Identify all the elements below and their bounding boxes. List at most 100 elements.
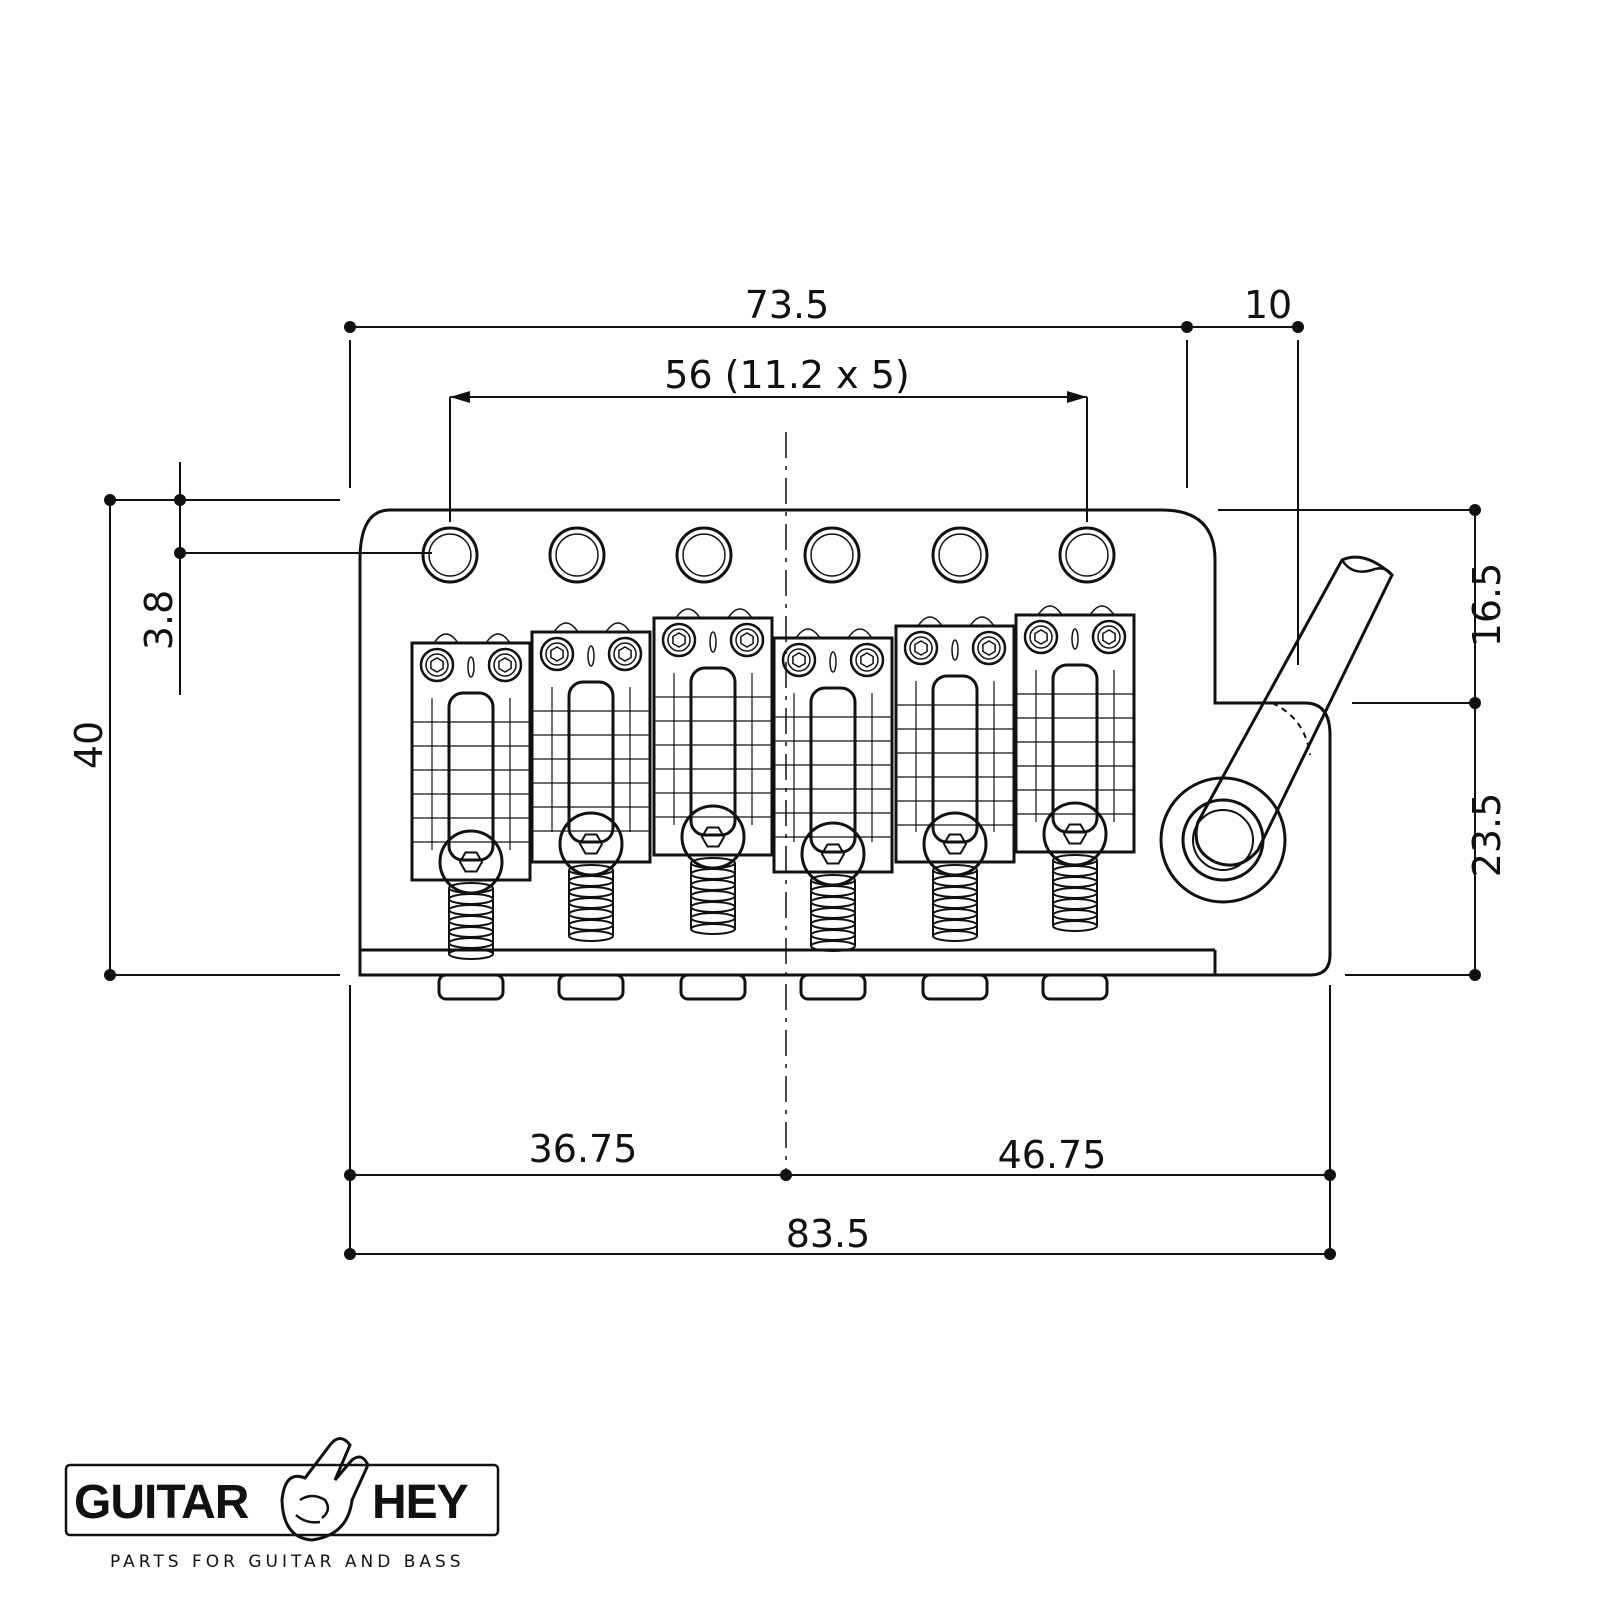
dim-total-height: 40: [67, 721, 111, 769]
saddle-4: [772, 628, 894, 952]
foot-6: [1041, 973, 1109, 1001]
spring-coil: [932, 930, 978, 942]
height-screw: [661, 622, 697, 658]
saddle-top-arc: [433, 633, 459, 644]
saddle-body: [652, 616, 774, 857]
spring-coil: [932, 886, 978, 898]
arm-tip: [1340, 559, 1394, 576]
height-screw: [849, 642, 885, 678]
spring-coil: [568, 875, 614, 887]
arm-hidden-line: [1271, 702, 1311, 756]
saddle-5: [894, 616, 1016, 942]
spring-coil: [1052, 898, 1098, 910]
intonation-screw-head: [438, 829, 504, 895]
spring-coil: [932, 919, 978, 931]
string-holes: [421, 526, 1116, 584]
intonation-screw-head: [1042, 801, 1108, 867]
spring-coil: [568, 930, 614, 942]
intonation-screw-head: [800, 821, 866, 887]
hex-socket: [740, 632, 754, 648]
hex-socket: [860, 652, 874, 668]
hex-socket: [1102, 629, 1116, 645]
hex-socket: [672, 632, 686, 648]
arrowheads: [450, 391, 1087, 403]
saddle-top-arc: [727, 608, 753, 619]
foot-4: [799, 973, 867, 1001]
string-hole-inner: [682, 533, 726, 577]
hex-socket: [982, 640, 996, 656]
saddle-slot: [1051, 663, 1099, 834]
dimension-labels: 73.5 10 56 (11.2 x 5) 3.8 40 16.5 23.5 3…: [67, 283, 1509, 1256]
hex-socket: [578, 833, 604, 855]
spring-coil: [568, 908, 614, 920]
height-screw: [539, 636, 575, 672]
height-screw: [1023, 619, 1059, 655]
spring-coil: [568, 886, 614, 898]
saddle-body: [772, 636, 894, 874]
spring-coil: [932, 897, 978, 909]
dim-lower-height: 23.5: [1465, 793, 1509, 878]
hex-socket: [820, 843, 846, 865]
height-screw: [971, 630, 1007, 666]
saddle-top-arc: [553, 622, 579, 633]
height-screw-ring: [1029, 625, 1053, 649]
foot-3: [679, 973, 747, 1001]
spring-coil: [690, 879, 736, 891]
foot-5: [921, 973, 989, 1001]
spring-coil: [810, 907, 856, 919]
arm-socket-inner: [1192, 809, 1254, 871]
height-screw-ring: [667, 628, 691, 652]
intonation-screw-head: [922, 811, 988, 877]
saddle-6: [1014, 605, 1136, 932]
dim-arm-offset: 10: [1244, 283, 1292, 327]
spring-coil: [1052, 876, 1098, 888]
hex-socket: [1062, 823, 1088, 845]
dim-string-spacing: 56 (11.2 x 5): [664, 353, 910, 397]
spring-coil: [448, 915, 494, 927]
string-hole-2: [548, 526, 606, 584]
saddle-1: [410, 633, 532, 960]
saddle-2: [530, 622, 652, 942]
spring-coil: [448, 893, 494, 905]
height-screw: [419, 647, 455, 683]
bottom-feet: [437, 973, 1109, 1001]
intonation-spring: [568, 864, 614, 942]
string-hole-inner: [810, 533, 854, 577]
string-hole-inner: [938, 533, 982, 577]
logo-word-left: GUITAR: [74, 1476, 249, 1529]
spring-coil: [448, 926, 494, 938]
spring-coil: [448, 937, 494, 949]
saddle-notch: [587, 645, 595, 667]
saddle-top-arc: [605, 622, 631, 633]
spring-coil: [448, 904, 494, 916]
intonation-spring: [1052, 854, 1098, 932]
dimension-dots: [104, 321, 1481, 1260]
hex-socket: [550, 646, 564, 662]
spring-coil: [1052, 909, 1098, 921]
spring-coil: [690, 868, 736, 880]
string-hole-inner: [428, 533, 472, 577]
string-hole-outer: [421, 526, 479, 584]
spring-coil: [690, 901, 736, 913]
bridge-plate: [358, 508, 1332, 977]
saddle-notch: [951, 639, 959, 661]
dim-center-to-right: 46.75: [998, 1133, 1107, 1177]
string-hole-inner: [555, 533, 599, 577]
height-screw-ring: [855, 648, 879, 672]
spring-coil: [568, 897, 614, 909]
spring-coil: [932, 908, 978, 920]
hex-socket: [700, 826, 726, 848]
foot-2: [557, 973, 625, 1001]
string-hole-3: [675, 526, 733, 584]
saddles: [410, 605, 1136, 960]
string-hole-6: [1058, 526, 1116, 584]
saddle-notch: [467, 656, 475, 678]
saddle-slot: [931, 674, 979, 844]
saddle-top-arc: [1089, 605, 1115, 616]
intonation-screw-head: [680, 804, 746, 870]
string-hole-1: [421, 526, 479, 584]
spring-coil: [690, 912, 736, 924]
string-hole-outer: [803, 526, 861, 584]
saddle-top-arc: [917, 616, 943, 627]
